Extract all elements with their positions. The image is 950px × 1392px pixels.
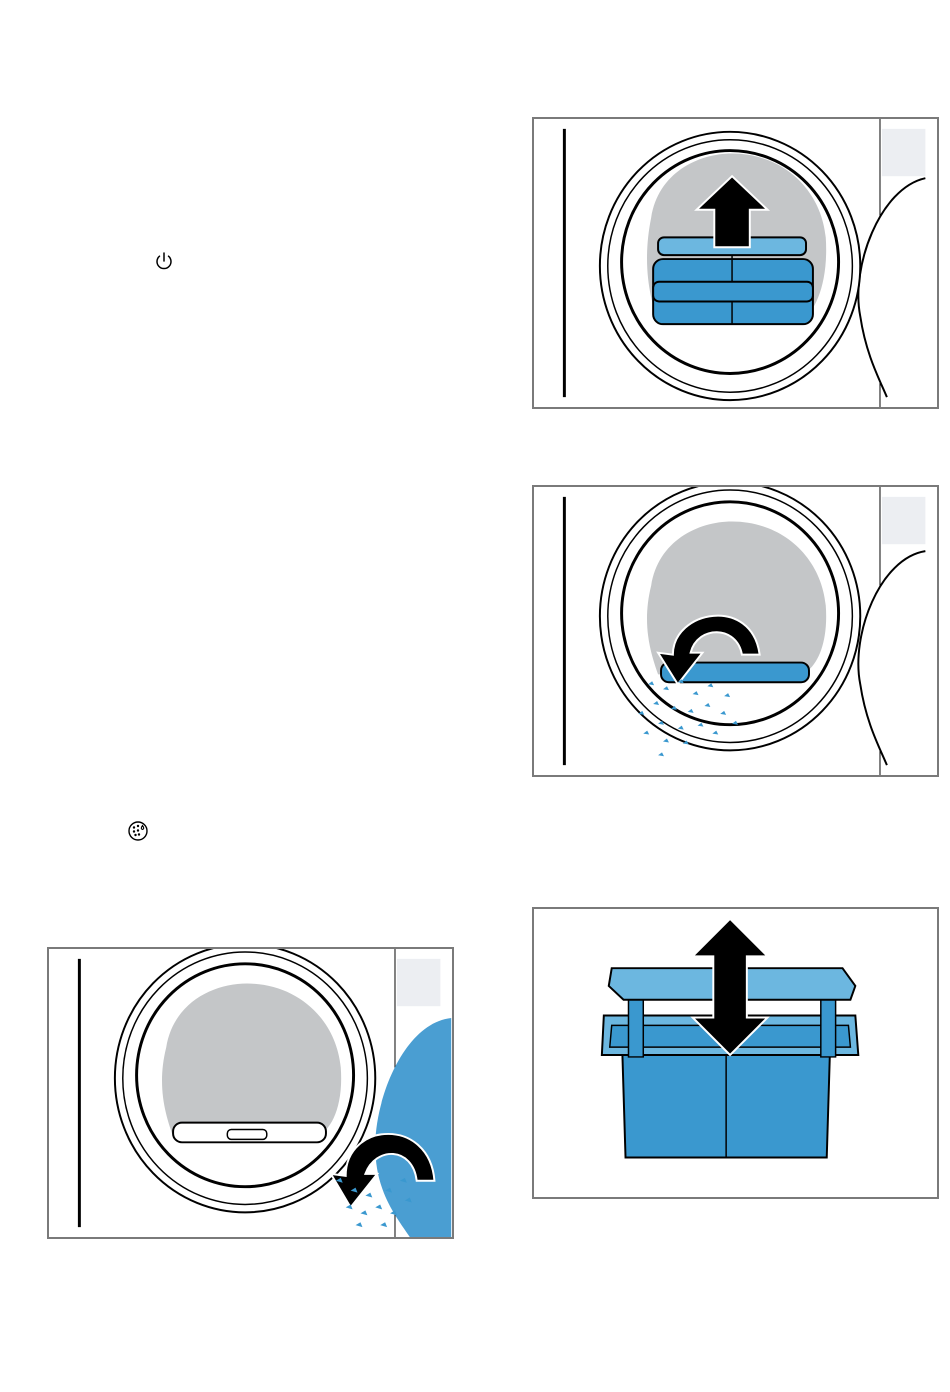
illustration-separate-filter [532,907,939,1199]
illustration-remove-filter [532,117,939,409]
filter-clean-icon [126,819,150,843]
illustration-clean-door [47,947,454,1239]
illustration-empty-lint [532,485,939,777]
power-icon [153,250,175,272]
